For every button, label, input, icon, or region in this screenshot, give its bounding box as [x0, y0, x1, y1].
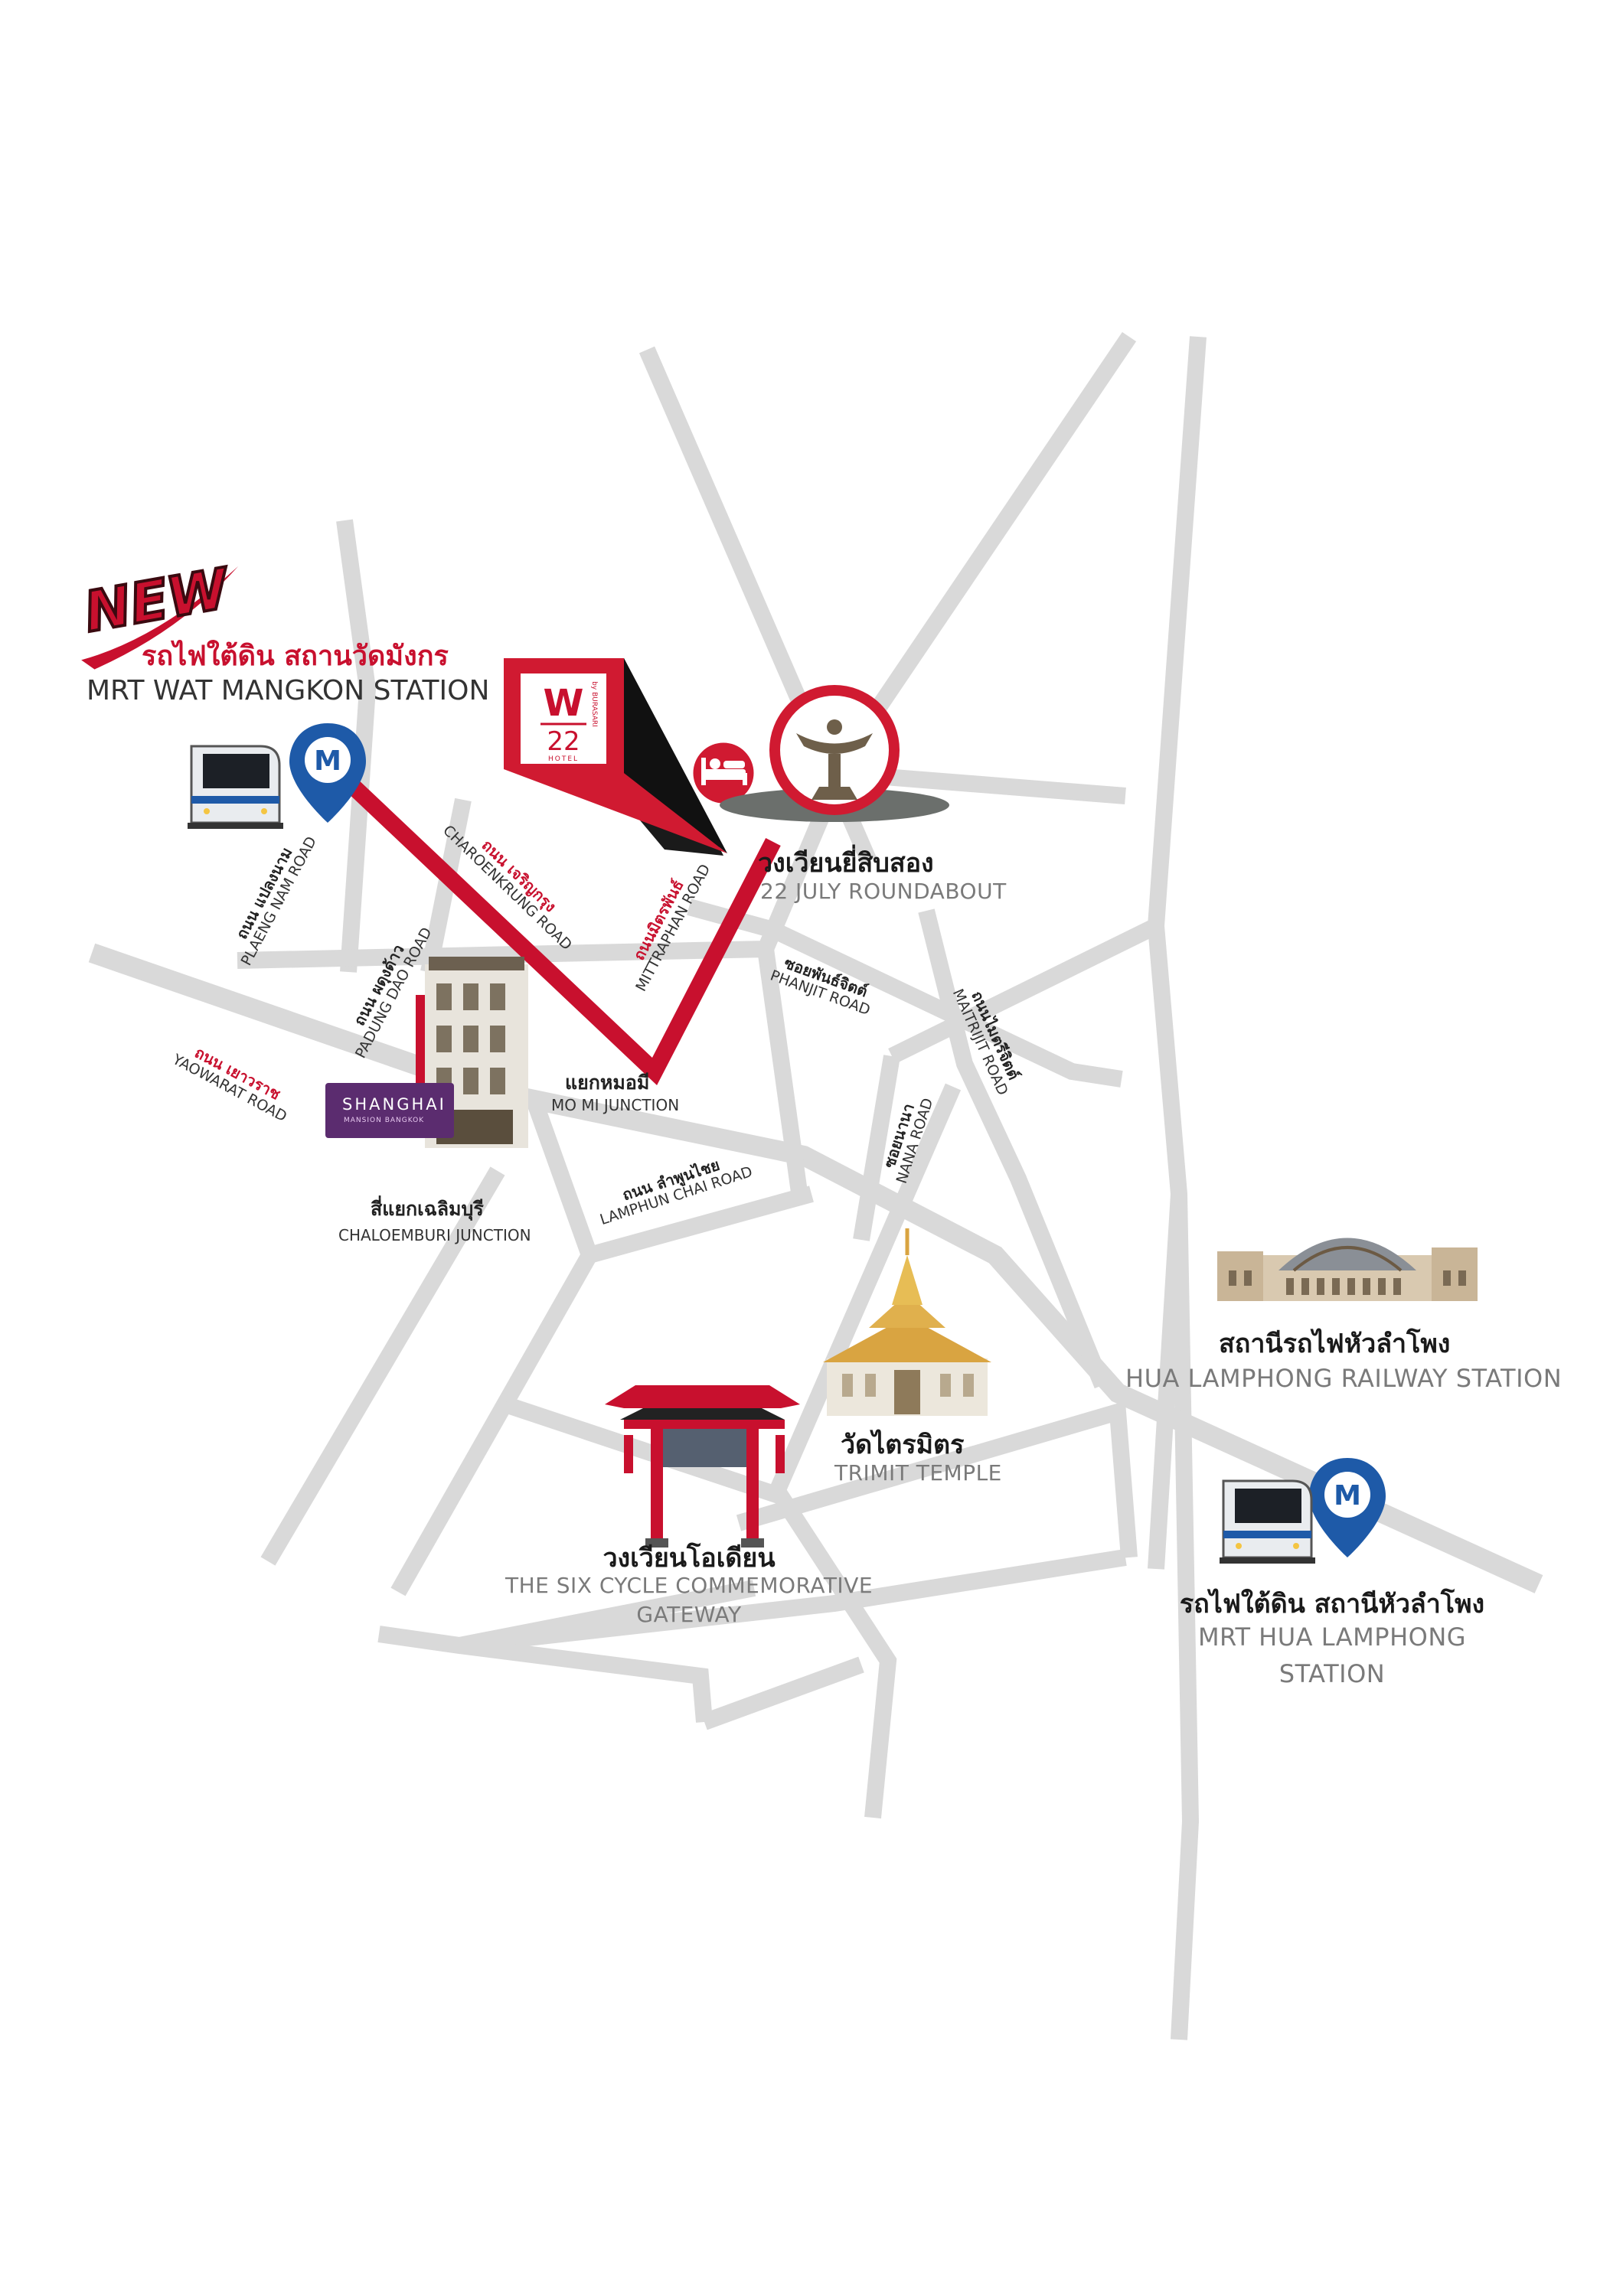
metro-pin-hua-lamphong: M: [1309, 1458, 1386, 1557]
new-badge-text: NEW: [80, 556, 236, 644]
hua-lamphong-rail-en: HUA LAMPHONG RAILWAY STATION: [1125, 1364, 1563, 1393]
mo-mi-th: แยกหมอมี: [565, 1071, 650, 1094]
route-line: [337, 771, 781, 1086]
mo-mi-en: MO MI JUNCTION: [551, 1096, 680, 1114]
metro-m-icon: M: [314, 745, 341, 777]
train-icon: [188, 745, 283, 829]
roundabout-th: วงเวียนยี่สิบสอง: [758, 848, 934, 879]
mrt-wat-mangkon-th: รถไฟใต้ดิน สถานวัดมังกร: [142, 641, 449, 672]
hotel-logo-sub: HOTEL: [548, 755, 579, 763]
road-network: [88, 331, 1543, 2040]
train-icon: [1220, 1479, 1315, 1564]
shanghai-name: SHANGHAI: [342, 1095, 446, 1114]
mrt-hua-lamphong-en1: MRT HUA LAMPHONG: [1197, 1623, 1467, 1652]
odeon-en1: THE SIX CYCLE COMMEMORATIVE: [505, 1573, 874, 1598]
hotel-logo-number: 22: [547, 726, 580, 757]
chinatown-gate-icon: [605, 1385, 800, 1548]
trimit-th: วัดไตรมิตร: [841, 1430, 965, 1460]
railway-station-building-icon: [1217, 1238, 1478, 1301]
roundabout-en: 22 JULY ROUNDABOUT: [760, 879, 1007, 904]
mrt-hua-lamphong-th: รถไฟใต้ดิน สถานีหัวลำโพง: [1179, 1589, 1485, 1619]
hotel-logo-letter: W: [544, 682, 584, 725]
hotel-logo-by: by BURASARI: [590, 681, 598, 727]
hotel-logo-callout: W 22 HOTEL by BURASARI: [504, 658, 727, 856]
metro-pin-wat-mangkon: M: [289, 723, 366, 823]
mrt-wat-mangkon-en: MRT WAT MANGKON STATION: [87, 675, 490, 706]
mrt-hua-lamphong-en2: STATION: [1278, 1659, 1386, 1688]
temple-icon: [823, 1228, 991, 1416]
bed-icon: [689, 739, 758, 807]
shanghai-sub: MANSION BANGKOK: [344, 1117, 425, 1124]
roundabout-fountain-icon: [720, 685, 949, 822]
shanghai-mansion-tag: SHANGHAI MANSION BANGKOK: [325, 1083, 454, 1138]
chaloemburi-th: สี่แยกเฉลิมบุรี: [371, 1198, 484, 1220]
odeon-th: วงเวียนโอเดียน: [603, 1543, 776, 1574]
chaloemburi-en: CHALOEMBURI JUNCTION: [338, 1226, 531, 1244]
metro-m-icon: M: [1334, 1480, 1361, 1512]
hua-lamphong-rail-th: สถานีรถไฟหัวลำโพง: [1219, 1329, 1451, 1359]
trimit-en: TRIMIT TEMPLE: [834, 1460, 1002, 1486]
odeon-en2: GATEWAY: [636, 1602, 742, 1627]
